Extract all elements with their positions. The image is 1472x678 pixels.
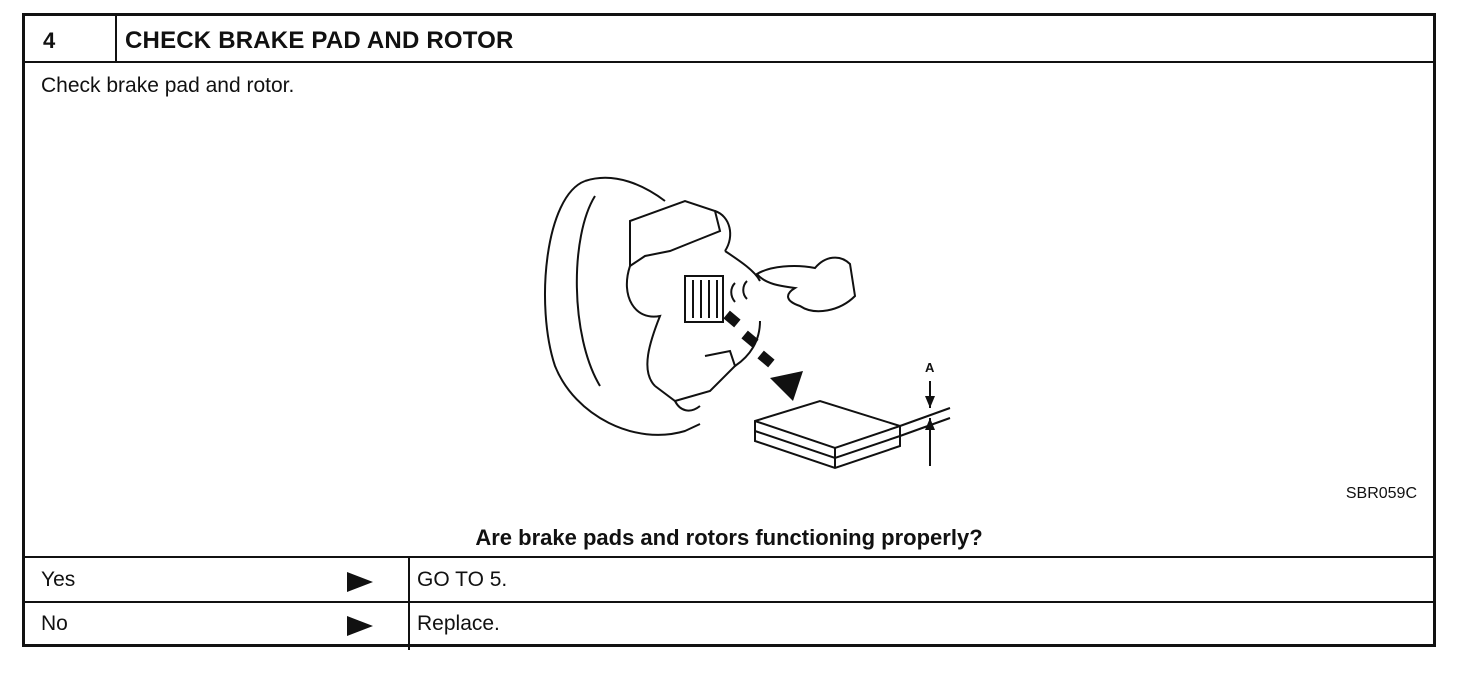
pointing-hand [755, 256, 857, 313]
brake-pad [754, 399, 901, 470]
header-separator [25, 61, 1433, 63]
answer-yes-arrow-icon [347, 572, 373, 592]
answer-no-action: Replace. [417, 612, 500, 635]
answer-no-label: No [41, 612, 68, 635]
answer-column-divider [408, 556, 410, 650]
answer-no-arrow-icon [347, 616, 373, 636]
answer-yes-action: GO TO 5. [417, 568, 508, 591]
motion-arrow [723, 310, 803, 401]
step-number: 4 [43, 28, 56, 53]
instruction-text: Check brake pad and rotor. [41, 74, 295, 97]
question-text: Are brake pads and rotors functioning pr… [475, 525, 983, 550]
rotor-outline [544, 180, 701, 436]
header-divider [115, 16, 117, 61]
brake-pad-rotor-illustration: A [544, 176, 951, 470]
answer-separator [25, 601, 1433, 603]
caliper [629, 199, 722, 268]
step-title: CHECK BRAKE PAD AND ROTOR [125, 27, 514, 54]
answer-yes-label: Yes [41, 568, 76, 591]
dimension-label-a: A [925, 360, 935, 375]
figure-code: SBR059C [1345, 485, 1417, 502]
question-separator [25, 556, 1433, 558]
inspection-step-table: 4 CHECK BRAKE PAD AND ROTOR Check brake … [22, 13, 1436, 650]
pad-window [684, 275, 724, 323]
